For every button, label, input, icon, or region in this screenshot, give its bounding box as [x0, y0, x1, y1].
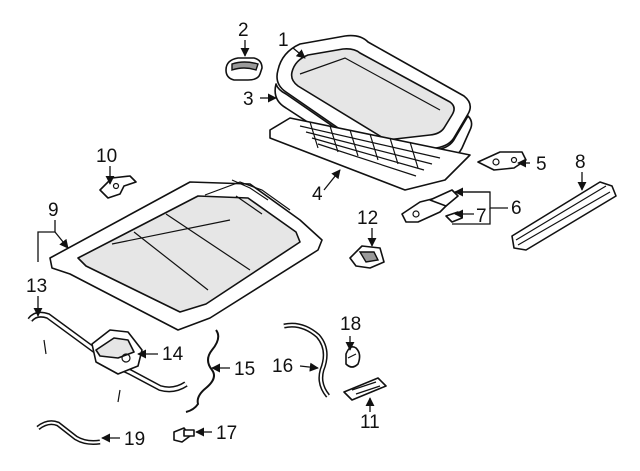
callout-9: 9	[48, 200, 59, 221]
callout-13: 13	[26, 276, 47, 297]
part-4-sunshade[interactable]	[269, 117, 471, 191]
part-2-clip[interactable]	[225, 57, 263, 81]
part-10-bracket[interactable]	[99, 175, 137, 199]
callout-18: 18	[340, 314, 361, 335]
part-14-motor[interactable]	[91, 329, 143, 375]
part-11-label-plate[interactable]	[343, 377, 387, 401]
part-15-cable[interactable]	[185, 329, 220, 413]
callout-12: 12	[357, 208, 378, 229]
part-18-grommet[interactable]	[345, 346, 361, 368]
leader-lines	[33, 40, 587, 443]
callout-16: 16	[272, 356, 293, 377]
callout-11: 11	[360, 412, 380, 433]
callout-1: 1	[278, 30, 289, 51]
part-17-screw[interactable]	[173, 427, 195, 443]
callout-19: 19	[124, 429, 145, 450]
part-6-guide-assembly[interactable]	[401, 189, 459, 223]
part-12-cover[interactable]	[349, 245, 385, 269]
part-16-hose[interactable]	[283, 322, 330, 398]
callout-14: 14	[162, 344, 184, 365]
callout-17: 17	[216, 423, 237, 444]
part-1-glass-panel[interactable]	[276, 34, 472, 156]
callout-2: 2	[238, 20, 249, 41]
callout-10: 10	[96, 146, 117, 167]
callout-3: 3	[243, 89, 254, 110]
part-5-bracket[interactable]	[477, 151, 527, 171]
callout-5: 5	[536, 154, 547, 175]
part-19-hose[interactable]	[36, 420, 101, 445]
part-9-frame[interactable]	[49, 179, 323, 331]
callout-labels: 1 2 3 4 5 6 7 8 9 10 11 12 13 14 15 16 1…	[26, 20, 586, 450]
callout-4: 4	[312, 184, 323, 205]
part-8-rail[interactable]	[511, 181, 617, 251]
callout-8: 8	[575, 152, 586, 173]
callout-15: 15	[234, 359, 255, 380]
callout-7: 7	[476, 206, 487, 227]
callout-6: 6	[511, 198, 522, 219]
